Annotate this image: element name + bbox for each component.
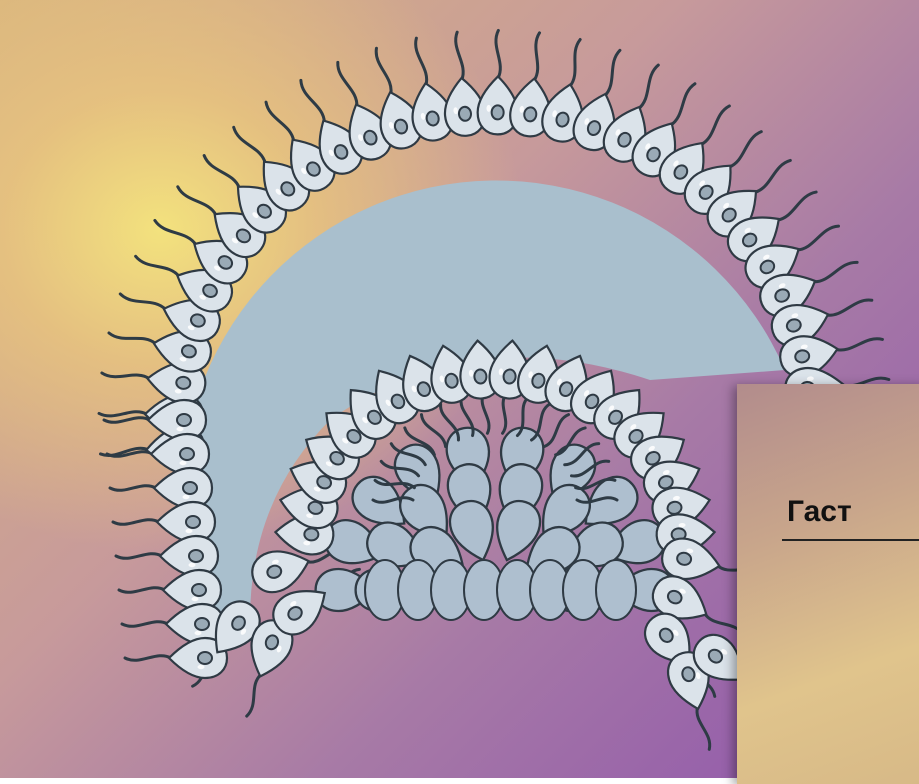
flagellum — [729, 132, 761, 168]
flagellum — [639, 65, 659, 109]
flagellum — [119, 588, 165, 593]
ectoderm-cell — [163, 570, 221, 610]
flagellum — [835, 339, 882, 350]
flagellum — [109, 333, 156, 344]
flagellum — [178, 187, 216, 216]
flagellum — [125, 656, 171, 661]
slide-title: Гаст — [787, 495, 852, 529]
flagellum — [605, 50, 620, 96]
flagellum — [204, 156, 239, 189]
flagellum — [116, 554, 162, 559]
flagellum — [697, 707, 710, 749]
flagellum — [671, 84, 695, 125]
flagellum — [234, 127, 266, 163]
inner-layer-cells — [316, 424, 675, 620]
flagellum — [301, 80, 325, 122]
flagellum — [456, 32, 463, 80]
flagellum — [544, 415, 568, 447]
flagellum — [826, 300, 872, 315]
flagellum — [797, 226, 839, 250]
flagellum — [496, 30, 500, 78]
flagellum — [534, 33, 539, 81]
flagellum — [113, 520, 159, 525]
flagellum — [155, 220, 196, 245]
flagellum — [421, 415, 445, 447]
flagellum — [701, 106, 729, 145]
flagellum — [338, 62, 357, 106]
flagellum — [503, 393, 507, 433]
flagellum — [122, 622, 168, 627]
title-card: Гаст — [737, 384, 919, 784]
flagellum — [104, 418, 150, 423]
flagellum — [110, 486, 156, 491]
flagellum — [266, 102, 294, 141]
ectoderm-cell — [160, 536, 218, 576]
flagellum — [247, 674, 261, 716]
flagellum — [102, 373, 150, 379]
flagellum — [120, 294, 165, 310]
inner-cell — [596, 560, 636, 620]
flagellum — [136, 256, 180, 276]
ectoderm-cell — [154, 468, 212, 508]
flagellum — [376, 48, 391, 94]
ectoderm-cell — [157, 502, 215, 542]
flagellum — [755, 160, 791, 192]
flagellum — [416, 38, 427, 85]
title-underline — [782, 539, 919, 541]
flagellum — [813, 262, 857, 281]
flagellum — [570, 40, 580, 87]
flagellum — [99, 412, 147, 416]
flagellum — [777, 192, 816, 220]
